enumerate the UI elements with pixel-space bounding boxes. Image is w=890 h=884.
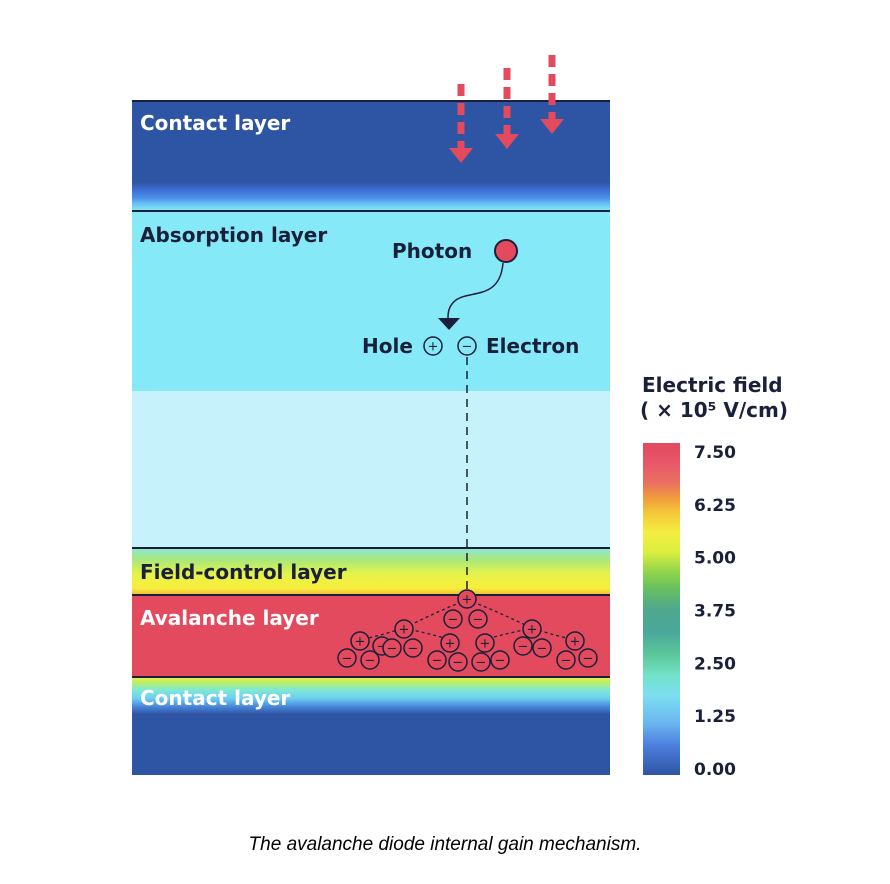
electron-carrier-icon: − (556, 650, 576, 670)
svg-text:−: − (387, 642, 398, 657)
colorbar-tick-label: 7.50 (694, 443, 736, 463)
absorption-layer-label: Absorption layer (140, 223, 327, 247)
electron-carrier-icon: − (513, 636, 533, 656)
svg-text:−: − (495, 654, 506, 669)
svg-text:−: − (473, 613, 484, 628)
colorbar-tick-label: 1.25 (694, 707, 736, 727)
svg-text:−: − (432, 654, 443, 669)
colorbar-tick-label: 2.50 (694, 654, 736, 674)
colorbar (643, 443, 680, 775)
svg-text:−: − (476, 656, 487, 671)
svg-text:+: + (462, 593, 473, 608)
avalanche-carriers: +−−+++−−−++−−+−−−−−−−− (337, 589, 598, 672)
legend-title-line1: Electric field (642, 373, 783, 397)
legend-title-line2: ( × 10⁵ V/cm) (640, 398, 788, 422)
hole-carrier-icon: + (394, 619, 414, 639)
light-arrow-icon (540, 55, 564, 134)
svg-text:−: − (537, 642, 548, 657)
photon-path (447, 262, 504, 319)
electron-carrier-icon: − (403, 638, 423, 658)
electron-carrier-icon: − (532, 638, 552, 658)
electron-carrier-icon: − (360, 650, 380, 670)
hole-label: Hole (362, 334, 413, 358)
light-arrow-icon (495, 68, 519, 149)
contact-layer-top-label: Contact layer (140, 111, 290, 135)
electron-carrier-icon: − (443, 609, 463, 629)
electron-carrier-icon: − (471, 652, 491, 672)
svg-text:−: − (408, 642, 419, 657)
colorbar-tick-label: 6.25 (694, 496, 736, 516)
svg-text:+: + (355, 635, 366, 650)
svg-text:+: + (445, 637, 456, 652)
svg-text:+: + (428, 340, 439, 355)
electron-carrier-icon: − (468, 609, 488, 629)
svg-text:+: + (480, 637, 491, 652)
svg-text:−: − (448, 613, 459, 628)
contact-layer-bottom-label: Contact layer (140, 686, 290, 710)
svg-text:−: − (518, 640, 529, 655)
electron-carrier-icon: − (578, 648, 598, 668)
field-control-layer (132, 548, 610, 595)
electron-carrier-icon: − (382, 638, 402, 658)
contact-layer-bottom (132, 677, 610, 775)
svg-text:−: − (342, 652, 353, 667)
colorbar-tick-label: 5.00 (694, 549, 736, 569)
svg-text:+: + (399, 623, 410, 638)
svg-text:+: + (570, 635, 581, 650)
electron-carrier-icon: − (448, 652, 468, 672)
svg-text:−: − (365, 654, 376, 669)
svg-text:+: + (527, 623, 538, 638)
absorption-layer (132, 211, 610, 391)
svg-text:−: − (462, 340, 473, 355)
field-control-layer-label: Field-control layer (140, 560, 347, 584)
hole-carrier-icon: + (457, 589, 477, 609)
svg-text:−: − (377, 640, 388, 655)
colorbar-tick-label: 3.75 (694, 602, 736, 622)
avalanche-layer-label: Avalanche layer (140, 606, 319, 630)
incident-light-arrows (449, 55, 564, 163)
colorbar-ticks: 7.50 6.25 5.00 3.75 2.50 1.25 0.00 (694, 443, 736, 780)
hole-icon: + (423, 336, 443, 356)
electron-carrier-icon: − (337, 648, 357, 668)
hole-carrier-icon: + (565, 631, 585, 651)
colorbar-tick-label: 0.00 (694, 760, 736, 780)
photon-icon (494, 239, 518, 263)
photon-absorb-arrowhead (438, 318, 460, 330)
svg-text:−: − (583, 652, 594, 667)
electron-icon: − (457, 336, 477, 356)
electron-carrier-icon: − (490, 650, 510, 670)
hole-carrier-icon: + (522, 619, 542, 639)
figure-caption: The avalanche diode internal gain mechan… (248, 834, 642, 855)
hole-carrier-icon: + (475, 633, 495, 653)
hole-carrier-icon: + (440, 633, 460, 653)
contact-layer-top (132, 101, 610, 211)
svg-text:−: − (453, 656, 464, 671)
electron-label: Electron (486, 334, 579, 358)
svg-text:−: − (561, 654, 572, 669)
light-arrow-icon (449, 84, 473, 163)
photon-label: Photon (392, 239, 472, 263)
depletion-region (132, 391, 610, 548)
hole-carrier-icon: + (350, 631, 370, 651)
layer-boundaries (132, 100, 610, 678)
electron-carrier-icon: − (427, 650, 447, 670)
